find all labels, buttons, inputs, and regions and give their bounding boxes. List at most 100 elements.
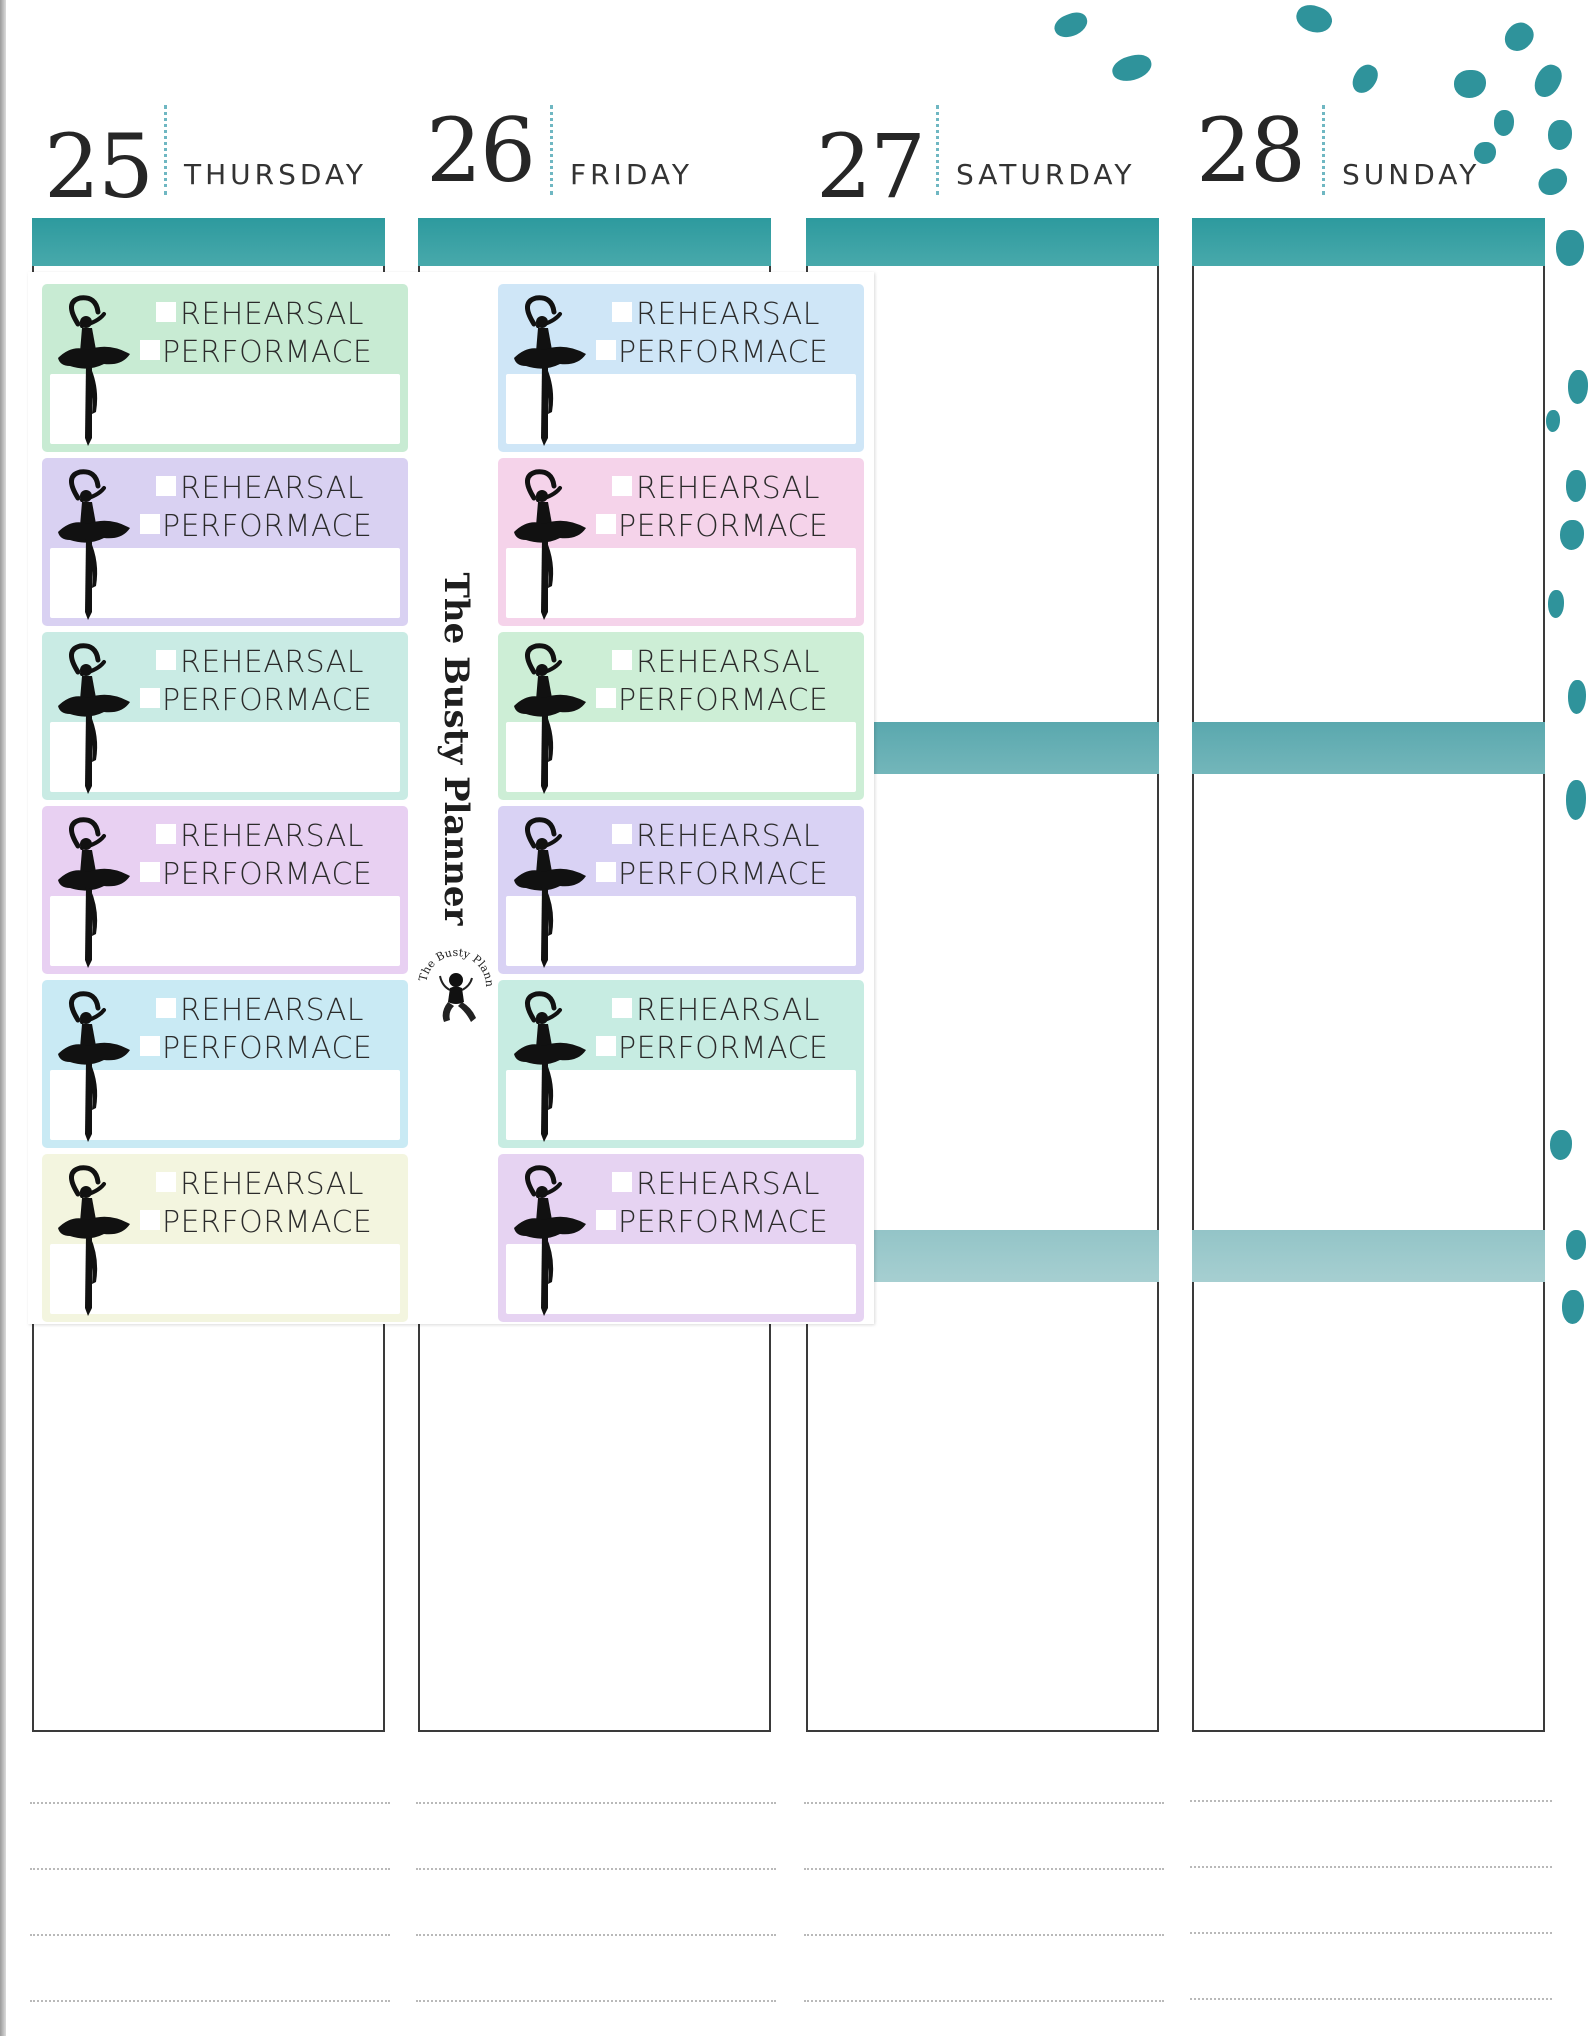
column-mid-band: [1192, 722, 1545, 774]
rehearsal-label: REHEARSAL: [636, 993, 821, 1028]
note-line: [416, 1802, 776, 1804]
performance-checkbox[interactable]: [596, 1036, 616, 1056]
rehearsal-checkbox[interactable]: [612, 302, 632, 322]
rehearsal-label: REHEARSAL: [180, 645, 365, 680]
rehearsal-checkbox[interactable]: [612, 824, 632, 844]
pinup-logo-icon: The Busty Planner: [413, 926, 496, 1022]
performance-checkbox[interactable]: [596, 1210, 616, 1230]
sticker-writing-area[interactable]: [506, 722, 856, 792]
performance-label: PERFORMACE: [618, 683, 829, 718]
rehearsal-checkbox[interactable]: [612, 476, 632, 496]
ballerina-icon: [52, 988, 136, 1144]
rehearsal-checkbox[interactable]: [156, 302, 176, 322]
column-header-band: [418, 218, 771, 266]
sticker-writing-area[interactable]: [50, 896, 400, 966]
sticker-writing-area[interactable]: [506, 548, 856, 618]
sticker-writing-area[interactable]: [506, 374, 856, 444]
performance-checkbox[interactable]: [596, 862, 616, 882]
rehearsal-checkbox[interactable]: [612, 998, 632, 1018]
rehearsal-checkbox[interactable]: [612, 1172, 632, 1192]
column-header-band: [32, 218, 385, 266]
performance-checkbox[interactable]: [596, 514, 616, 534]
brand-name: The Busty Planner: [428, 573, 484, 926]
note-line: [416, 1934, 776, 1936]
performance-label: PERFORMACE: [162, 1205, 373, 1240]
column-header-band: [806, 218, 1159, 266]
note-line: [804, 1868, 1164, 1870]
sticker-writing-area[interactable]: [50, 548, 400, 618]
page-edge: [0, 0, 6, 2036]
day-name: FRIDAY: [570, 158, 693, 191]
rehearsal-label: REHEARSAL: [180, 819, 365, 854]
sticker-writing-area[interactable]: [50, 374, 400, 444]
sticker-writing-area[interactable]: [506, 1244, 856, 1314]
rehearsal-label: REHEARSAL: [636, 297, 821, 332]
performance-label: PERFORMACE: [162, 1031, 373, 1066]
performance-checkbox[interactable]: [140, 688, 160, 708]
sticker-writing-area[interactable]: [50, 722, 400, 792]
day-separator: [550, 105, 553, 195]
rehearsal-checkbox[interactable]: [156, 1172, 176, 1192]
ballerina-icon: [52, 292, 136, 448]
rehearsal-checkbox[interactable]: [612, 650, 632, 670]
day-name: SATURDAY: [956, 158, 1136, 191]
ballerina-icon: [508, 640, 592, 796]
sticker-writing-area[interactable]: [50, 1244, 400, 1314]
day-number: 28: [1196, 99, 1306, 202]
rehearsal-label: REHEARSAL: [636, 1167, 821, 1202]
day-name: THURSDAY: [184, 158, 368, 191]
ballerina-icon: [52, 814, 136, 970]
note-line: [804, 1802, 1164, 1804]
rehearsal-checkbox[interactable]: [156, 824, 176, 844]
rehearsal-label: REHEARSAL: [636, 471, 821, 506]
rehearsal-checkbox[interactable]: [156, 998, 176, 1018]
rehearsal-label: REHEARSAL: [180, 471, 365, 506]
performance-checkbox[interactable]: [140, 862, 160, 882]
day-column-sunday[interactable]: [1192, 218, 1545, 1732]
column-header-band: [1192, 218, 1545, 266]
performance-checkbox[interactable]: [140, 1210, 160, 1230]
performance-label: PERFORMACE: [162, 857, 373, 892]
performance-label: PERFORMACE: [162, 683, 373, 718]
sticker-sheet[interactable]: The Busty Planner The Busty Planner REHE…: [28, 272, 874, 1324]
performance-label: PERFORMACE: [162, 335, 373, 370]
day-separator: [936, 105, 939, 195]
performance-label: PERFORMACE: [618, 857, 829, 892]
sticker-writing-area[interactable]: [506, 1070, 856, 1140]
rehearsal-checkbox[interactable]: [156, 650, 176, 670]
note-line: [1190, 1800, 1552, 1802]
performance-label: PERFORMACE: [618, 509, 829, 544]
note-line: [30, 1802, 390, 1804]
note-line: [804, 2000, 1164, 2002]
sticker-writing-area[interactable]: [506, 896, 856, 966]
note-line: [30, 1868, 390, 1870]
sticker-writing-area[interactable]: [50, 1070, 400, 1140]
performance-checkbox[interactable]: [140, 1036, 160, 1056]
ballerina-icon: [52, 640, 136, 796]
note-line: [1190, 1932, 1552, 1934]
note-line: [1190, 1998, 1552, 2000]
performance-label: PERFORMACE: [618, 335, 829, 370]
brand-logo: The Busty Planner: [413, 926, 496, 1036]
note-line: [30, 2000, 390, 2002]
rehearsal-checkbox[interactable]: [156, 476, 176, 496]
performance-checkbox[interactable]: [140, 340, 160, 360]
performance-checkbox[interactable]: [596, 340, 616, 360]
ballerina-icon: [508, 1162, 592, 1318]
rehearsal-label: REHEARSAL: [180, 993, 365, 1028]
day-header-28: 28 SUNDAY: [1196, 105, 1536, 205]
performance-checkbox[interactable]: [596, 688, 616, 708]
performance-checkbox[interactable]: [140, 514, 160, 534]
